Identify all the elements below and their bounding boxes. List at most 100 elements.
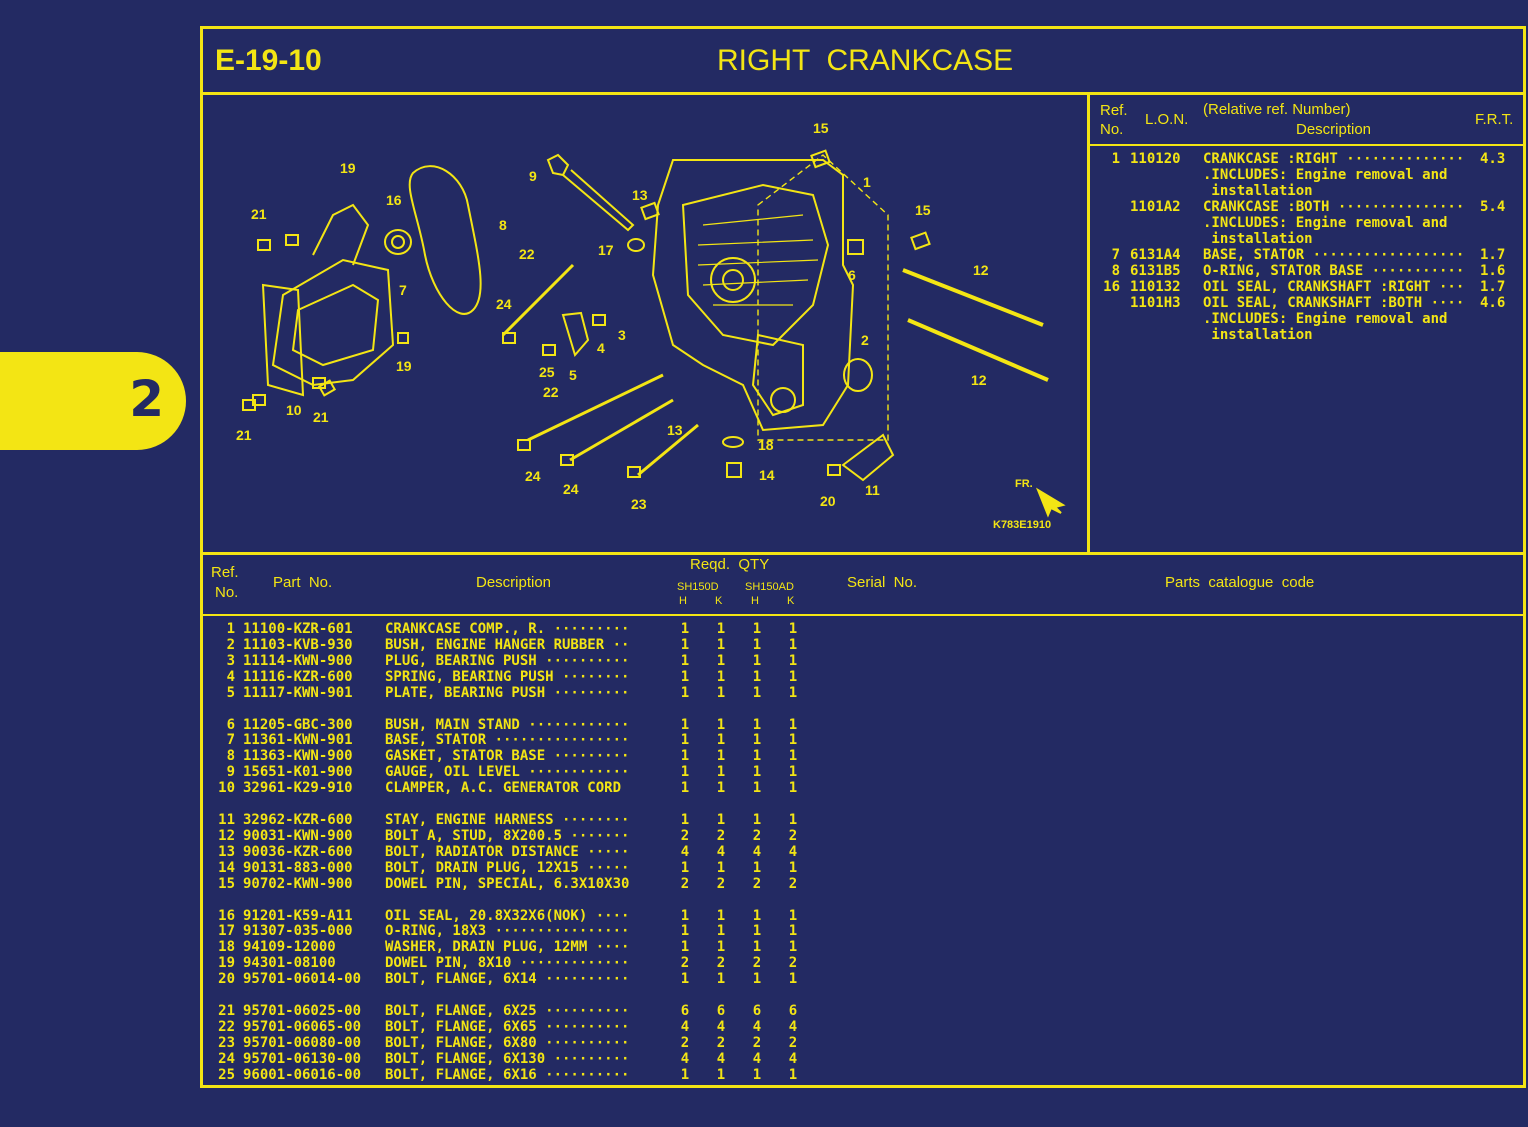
- parts-table-header: Ref. No. Part No. Description Reqd. QTY …: [203, 552, 1523, 616]
- part-qty: 1: [716, 748, 726, 765]
- labor-operation-table: Ref. No. L.O.N. (Relative ref. Number) D…: [1090, 95, 1523, 555]
- header-ref-no: No.: [215, 584, 239, 601]
- part-qty: 1: [752, 907, 762, 924]
- svg-text:2: 2: [861, 332, 869, 348]
- part-qty: 6: [788, 1003, 798, 1019]
- svg-text:21: 21: [236, 427, 252, 443]
- svg-text:15: 15: [813, 120, 829, 136]
- part-description: BUSH, ENGINE HANGER RUBBER ··: [385, 636, 630, 653]
- part-description: BOLT, RADIATOR DISTANCE ·····: [385, 843, 630, 860]
- part-ref-no: 1: [226, 621, 235, 637]
- lon-header-ref: Ref. No.: [1100, 102, 1128, 138]
- part-qty: 1: [788, 636, 798, 653]
- header-part-no: Part No.: [273, 574, 333, 591]
- part-number: 15651-K01-900: [243, 764, 353, 781]
- crankcase-body: [651, 159, 855, 432]
- svg-text:4: 4: [597, 340, 605, 356]
- exploded-diagram: 15 1 9 13 19 21 16 8 15 6 12 17 22 24 7 …: [203, 95, 1090, 555]
- part-qty: 1: [752, 780, 762, 797]
- lon-row-description: installation: [1203, 327, 1313, 343]
- part-number: 32962-KZR-600: [243, 812, 353, 828]
- lon-header-divider: [1090, 144, 1523, 146]
- part-number: 11116-KZR-600: [243, 668, 353, 685]
- part-qty: 1: [716, 684, 726, 701]
- lon-row-description: BASE, STATOR ··················: [1203, 247, 1465, 263]
- lon-header-lon: L.O.N.: [1145, 111, 1189, 128]
- section-tab[interactable]: 2: [0, 352, 186, 450]
- part-ref-no: 10: [218, 780, 235, 797]
- part-qty: 1: [788, 812, 798, 828]
- part-qty: 4: [680, 843, 690, 860]
- part-qty: 2: [716, 827, 726, 844]
- part-ref-no: 24: [218, 1050, 235, 1067]
- part-number: 95701-06025-00: [243, 1003, 362, 1019]
- figure-code: K783E1910: [993, 519, 1052, 531]
- part-number: 95701-06014-00: [243, 971, 362, 988]
- part-qty: 1: [788, 732, 798, 749]
- part-qty: 1: [680, 923, 690, 940]
- part-qty: 4: [716, 1050, 726, 1067]
- header-h-2: H: [751, 595, 759, 607]
- part-ref-no: 3: [226, 652, 235, 669]
- part-ref-no: 16: [218, 907, 235, 924]
- part-qty: 1: [680, 859, 690, 876]
- section-tab-number: 2: [129, 370, 164, 428]
- part-description: CLAMPER, A.C. GENERATOR CORD: [385, 780, 622, 797]
- svg-text:13: 13: [667, 422, 683, 438]
- stator-base-inner: [291, 283, 380, 367]
- svg-text:21: 21: [251, 206, 267, 222]
- part-qty: 1: [716, 907, 726, 924]
- lon-row-code: 110132: [1130, 279, 1181, 295]
- part-qty: 2: [788, 955, 798, 972]
- part-ref-no: 7: [226, 732, 235, 749]
- part-number: 90036-KZR-600: [243, 843, 353, 860]
- part-number: 95701-06065-00: [243, 1018, 362, 1035]
- lon-row-frt: 1.6: [1480, 263, 1506, 279]
- sheet-code: E-19-10: [215, 44, 322, 77]
- part-description: BUSH, MAIN STAND ············: [385, 716, 630, 733]
- part-ref-no: 12: [218, 827, 235, 844]
- oil-seal-shape: [384, 229, 412, 255]
- svg-text:6: 6: [848, 267, 856, 283]
- part-qty: 1: [752, 971, 762, 988]
- svg-text:19: 19: [340, 160, 356, 176]
- part-qty: 1: [788, 764, 798, 781]
- svg-text:21: 21: [313, 409, 329, 425]
- part-description: BOLT, FLANGE, 6X130 ·········: [385, 1050, 630, 1067]
- lon-row-ref: 16: [1103, 279, 1120, 295]
- part-qty: 1: [680, 668, 690, 685]
- part-qty: 2: [752, 955, 762, 972]
- svg-text:25: 25: [539, 364, 555, 380]
- part-qty: 1: [680, 636, 690, 653]
- gasket-loop: [408, 165, 482, 315]
- svg-text:16: 16: [386, 192, 402, 208]
- part-qty: 1: [680, 971, 690, 988]
- part-qty: 1: [716, 652, 726, 669]
- svg-text:7: 7: [399, 282, 407, 298]
